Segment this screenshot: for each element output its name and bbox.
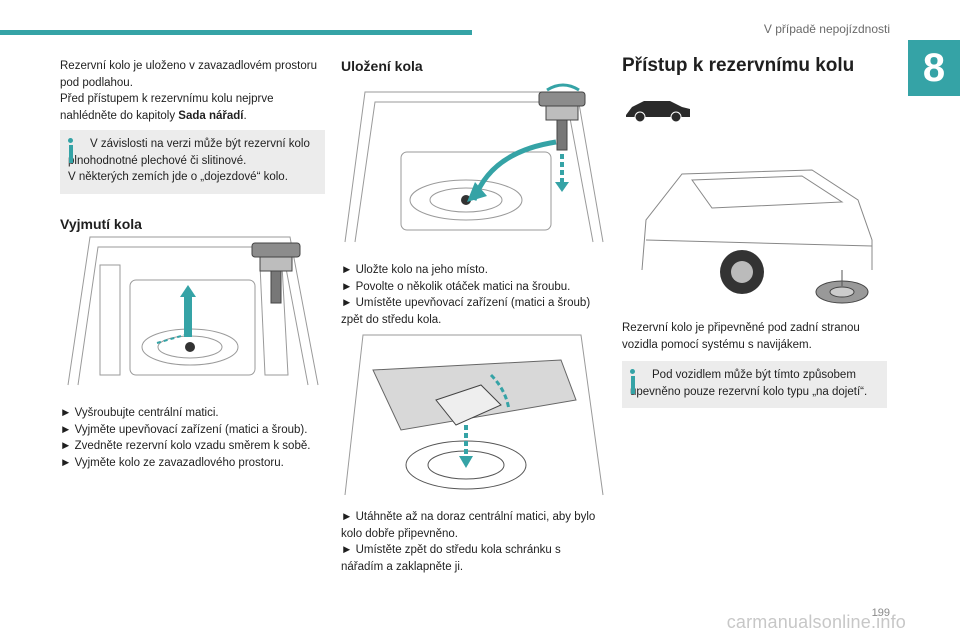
nut-bolt-icon (251, 242, 301, 304)
steps-store-wheel-a: ► Uložte kolo na jeho místo. ► Povolte o… (341, 262, 606, 328)
step-item: ► Vyšroubujte centrální matici. (60, 407, 219, 419)
column-access-wheel: Přístup k rezervnímu kolu (622, 55, 887, 76)
figure-remove-wheel (67, 236, 319, 386)
tool-box (435, 384, 502, 426)
info-icon (630, 369, 635, 394)
figure-car-winch (641, 169, 873, 304)
step-item: ► Uložte kolo na jeho místo. (341, 264, 488, 276)
intro-text: Rezervní kolo je uloženo v zavazadlovém … (60, 60, 317, 89)
reference-link: Sada nářadí (178, 109, 244, 122)
section-title: V případě nepojízdnosti (763, 22, 890, 36)
step-item: ► Umístěte zpět do středu kola schránku … (341, 544, 561, 573)
watermark: carmanualsonline.info (726, 612, 906, 632)
figure-tool-box (344, 334, 604, 496)
steps-store-wheel-b: ► Utáhněte až na doraz centrální matici,… (341, 509, 606, 575)
info-icon (68, 138, 73, 163)
intro-reference: Před přístupem k rezervnímu kolu nejprve… (60, 93, 274, 122)
step-item: ► Umístěte upevňovací zařízení (matici a… (341, 297, 591, 326)
arrow-down-icon (459, 456, 473, 468)
steps-remove-wheel: ► Vyšroubujte centrální matici. ► Vyjmět… (60, 405, 325, 471)
arrow-down-icon (467, 182, 487, 202)
step-item: ► Vyjměte kolo ze zavazadlového prostoru… (60, 456, 284, 469)
car-silhouette-icon (626, 101, 690, 123)
header-accent-bar (0, 30, 472, 35)
info-box: Pod vozidlem může být tímto způsobem upe… (622, 361, 887, 408)
step-item: ► Zvedněte rezervní kolo vzadu směrem k … (60, 440, 311, 452)
column-remove-wheel: Rezervní kolo je uloženo v zavazadlovém … (60, 58, 325, 232)
body-text: Rezervní kolo je připevněné pod zadní st… (622, 322, 860, 351)
chapter-badge: 8 (908, 40, 960, 96)
step-item: ► Vyjměte upevňovací zařízení (matici a … (60, 423, 308, 436)
step-item: ► Utáhněte až na doraz centrální matici,… (341, 511, 596, 540)
page-number: 199 (871, 607, 890, 619)
heading-access-wheel: Přístup k rezervnímu kolu (622, 55, 855, 76)
column-store-wheel: Uložení kola (341, 58, 606, 75)
figure-store-wheel (344, 83, 604, 243)
arrow-up-icon (184, 295, 192, 337)
step-item: ► Povolte o několik otáček matici na šro… (341, 280, 571, 293)
access-body: Rezervní kolo je připevněné pod zadní st… (622, 320, 887, 408)
info-box: V závislosti na verzi může být rezervní … (60, 130, 325, 194)
nut-bolt-icon (538, 91, 586, 151)
heading-remove-wheel: Vyjmutí kola (60, 215, 142, 232)
heading-store-wheel: Uložení kola (341, 58, 423, 74)
